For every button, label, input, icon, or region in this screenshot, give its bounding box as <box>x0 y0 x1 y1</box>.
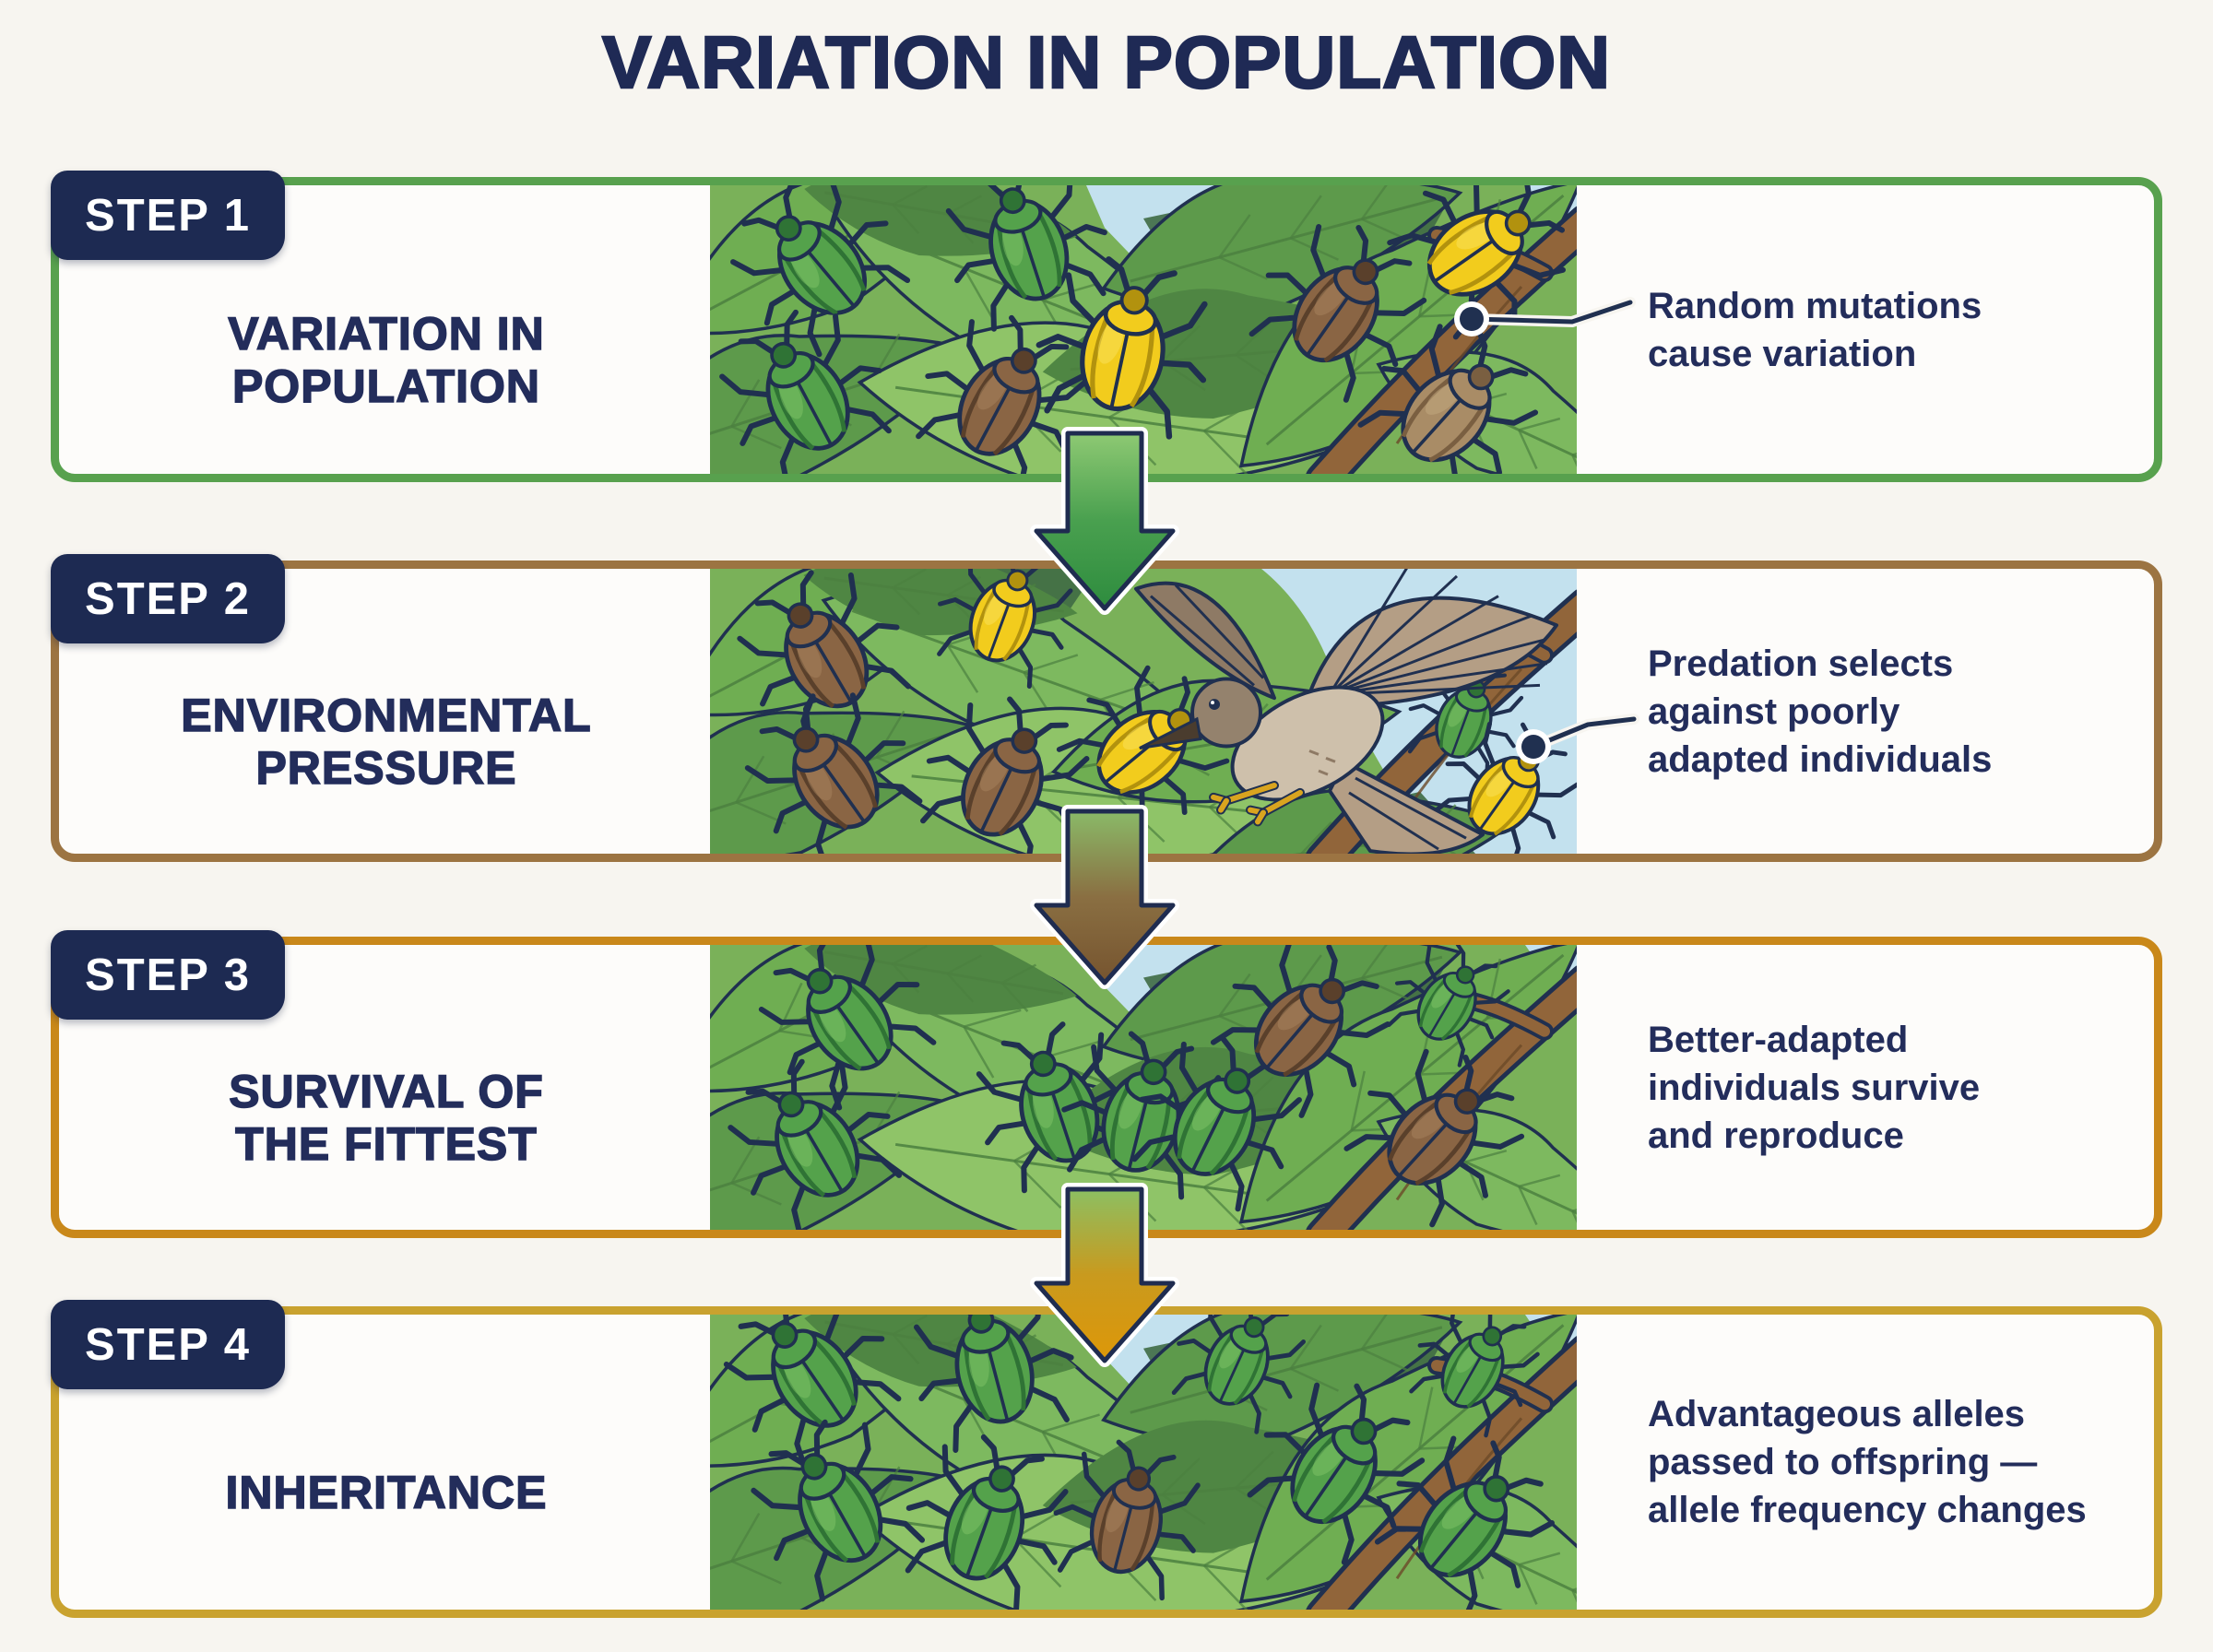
beetle-icon-yellow <box>1035 256 1208 440</box>
step-4-title: INHERITANCE <box>225 1466 548 1519</box>
beetle-icon-green <box>1387 945 1510 1068</box>
step-1-badge-label: STEP 1 <box>85 190 251 241</box>
step-2-scene <box>710 569 1577 854</box>
beetle-icon-green <box>1409 1315 1540 1438</box>
beetle-icon-tan <box>1357 324 1539 474</box>
beetle-icon-green <box>758 945 937 1111</box>
step-3-badge: STEP 3 <box>51 930 285 1020</box>
beetle-icon-green <box>1407 658 1524 782</box>
beetle-icon-green <box>905 1434 1069 1610</box>
step-3-scene <box>710 945 1577 1230</box>
beetle-icon-green <box>728 1058 903 1230</box>
beetle-icon-brown <box>920 696 1090 854</box>
beetle-icon-green <box>730 185 911 358</box>
beetle-icon-green <box>1247 1382 1426 1565</box>
beetle-icon-green <box>723 1315 902 1469</box>
step-3-annotation: Better-adapted individuals survive and r… <box>1648 1019 1981 1156</box>
beetle-icon-green <box>751 1419 926 1602</box>
scene-illustration <box>710 569 1577 854</box>
step-1-panel: STEP 1 VARIATION IN POPULATION Random mu… <box>51 171 2162 482</box>
beetle-icon-yellow <box>1431 721 1577 854</box>
beetle-icon-brown <box>1210 945 1391 1118</box>
beetle-icon-brown <box>737 570 912 747</box>
beetle-icon-green <box>1171 1315 1306 1434</box>
step-4-annotation: Advantageous alleles passed to offspring… <box>1648 1394 2087 1530</box>
step-2-title: ENVIRONMENTAL PRESSURE <box>181 689 592 795</box>
step-3-title: SURVIVAL OF THE FITTEST <box>228 1065 544 1171</box>
scene-illustration <box>710 1315 1577 1610</box>
beetle-icon-brown <box>916 314 1088 474</box>
scene-illustration <box>710 945 1577 1230</box>
step-1-title: VARIATION IN POPULATION <box>228 307 545 413</box>
step-4-badge: STEP 4 <box>51 1300 285 1389</box>
beetle-icon-brown <box>1053 1439 1201 1601</box>
beetle-icon-green <box>976 1021 1138 1194</box>
step-2-badge: STEP 2 <box>51 554 285 643</box>
beetle-icon-yellow <box>937 569 1073 689</box>
beetle-icon-brown <box>1343 1048 1525 1228</box>
step-1-badge: STEP 1 <box>51 171 285 260</box>
step-1-annotation: Random mutations cause variation <box>1648 285 1982 374</box>
step-2-badge-label: STEP 2 <box>85 573 251 624</box>
step-4-panel: STEP 4 INHERITANCE Advantageous alleles … <box>51 1300 2162 1618</box>
step-3-panel: STEP 3 SURVIVAL OF THE FITTEST Better-ad… <box>51 930 2162 1238</box>
beetle-icon-green <box>1374 1435 1555 1610</box>
scene-illustration <box>710 185 1577 474</box>
step-2-annotation: Predation selects against poorly adapted… <box>1648 643 1993 780</box>
step-3-badge-label: STEP 3 <box>85 950 251 1000</box>
leaf-icon <box>804 945 1077 1015</box>
step-4-scene <box>710 1315 1577 1610</box>
beetle-icon-yellow <box>1387 185 1567 340</box>
beetle-icon-green <box>1131 1036 1302 1212</box>
beetle-icon-brown <box>744 692 923 854</box>
step-4-badge-label: STEP 4 <box>85 1319 251 1370</box>
page-title: VARIATION IN POPULATION <box>601 20 1612 105</box>
beetle-icon-green <box>945 185 1107 332</box>
step-2-panel: STEP 2 ENVIRONMENTAL PRESSURE Predation … <box>51 554 2162 862</box>
beetle-icon-green <box>914 1315 1074 1453</box>
beetle-icon-brown <box>1249 223 1427 403</box>
step-1-scene <box>710 185 1577 474</box>
beetle-icon-green <box>719 309 892 474</box>
